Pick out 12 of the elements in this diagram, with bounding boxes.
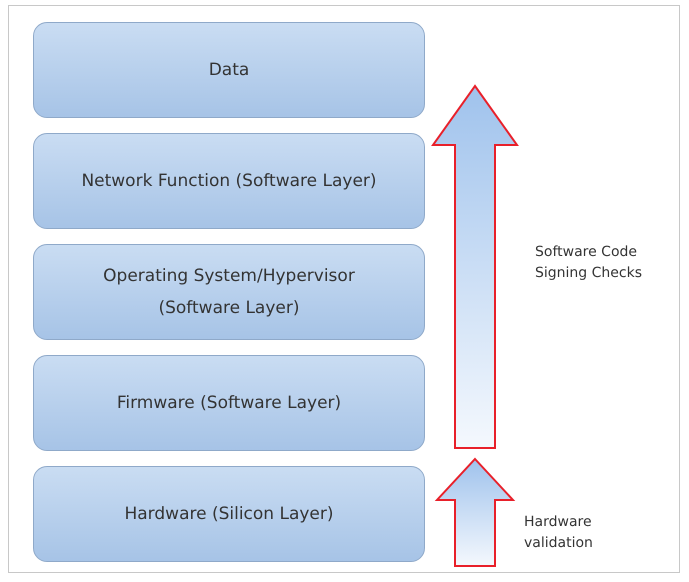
layer-box <box>33 133 425 229</box>
layer-box <box>33 244 425 340</box>
arrow-label: Software Code Signing Checks <box>535 243 643 283</box>
layer-box <box>33 22 425 118</box>
layer-label: Network Function (Software Layer) <box>80 170 378 193</box>
layer-box <box>33 466 425 562</box>
layer-label: Data <box>208 59 250 82</box>
layer-label: Firmware (Software Layer) <box>116 392 342 415</box>
layer-box <box>33 355 425 451</box>
arrow-label: Hardware validation <box>524 513 594 553</box>
layer-label: Operating System/Hypervisor (Software Layer) <box>102 265 356 320</box>
layer-label: Hardware (Silicon Layer) <box>123 503 335 526</box>
